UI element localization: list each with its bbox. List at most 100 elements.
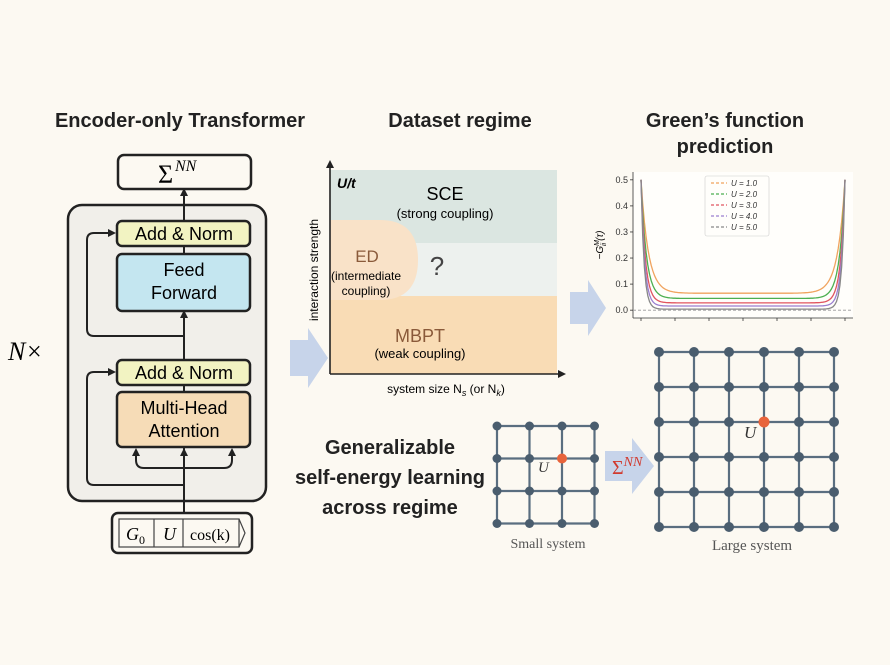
sce-label: SCE — [426, 184, 463, 204]
x-label-sub-k: k — [496, 388, 501, 398]
input-inner-box — [118, 518, 240, 548]
chart-x-ticks — [640, 318, 846, 321]
chart-series-line — [640, 179, 846, 310]
mbpt-label: MBPT — [395, 326, 445, 346]
input-g-subscript: 0 — [139, 533, 145, 547]
chart-y-tick-label: 0.1 — [615, 279, 628, 289]
legend-label: U = 3.0 — [731, 201, 758, 210]
lattice-site — [794, 382, 804, 392]
lattice-site — [724, 522, 734, 532]
lattice-site — [759, 487, 769, 497]
lattice-site — [492, 454, 502, 463]
add-norm-top-label: Add & Norm — [135, 224, 233, 244]
sigma-nn-symbol: Σ — [612, 457, 624, 479]
sigma-nn-superscript: NN — [623, 455, 643, 470]
attention-label-2: Attention — [148, 421, 219, 441]
lattice-site — [654, 522, 664, 532]
lattice-site — [689, 382, 699, 392]
chart-y-tick-label: 0.2 — [615, 253, 628, 263]
lattice-site — [759, 382, 769, 392]
chart-y-axis-label: −GMii(τ) — [594, 231, 608, 260]
impurity-site — [758, 416, 770, 428]
generalizable-line3: across regime — [322, 497, 458, 519]
feed-forward-label-2: Forward — [151, 283, 217, 303]
lattice-site — [557, 486, 567, 496]
residual-bottom — [86, 368, 184, 486]
legend-label: U = 2.0 — [731, 190, 758, 199]
lattice-site — [794, 347, 804, 357]
attention-label-1: Multi-Head — [140, 398, 227, 418]
large-system-label: Large system — [712, 538, 792, 554]
chart-y-tick-label: 0.4 — [615, 201, 628, 211]
small-lattice — [492, 421, 599, 528]
output-sigma: Σ — [158, 160, 173, 189]
chart-legend-box — [704, 175, 770, 237]
attn-branch-right — [184, 448, 236, 469]
regime-y-arrowhead — [326, 160, 334, 168]
lattice-site — [724, 417, 734, 427]
lattice-site — [724, 487, 734, 497]
output-superscript: NN — [174, 158, 198, 175]
lattice-site — [689, 347, 699, 357]
feed-forward-box — [115, 252, 252, 313]
small-system-label: Small system — [510, 537, 585, 552]
chart-y-tick-label: 0.0 — [615, 305, 628, 315]
input-chevron — [238, 518, 246, 548]
lattice-site — [724, 347, 734, 357]
regime-diagram: interaction strength U/t SCE (strong cou… — [307, 160, 566, 398]
lattice-site — [759, 347, 769, 357]
ed-sublabel-2: coupling) — [342, 284, 391, 298]
flow-arrow-1 — [290, 328, 328, 388]
ed-label: ED — [355, 247, 379, 266]
flow-arrow-2 — [570, 280, 606, 336]
lattice-site — [829, 382, 839, 392]
lattice-site — [829, 417, 839, 427]
transformer-diagram: Σ NN N× Add & Norm Feed Forward Add & No… — [7, 153, 268, 555]
lattice-site — [492, 421, 502, 431]
add-norm-top-box — [115, 219, 252, 248]
x-label-mid: (or N — [466, 382, 496, 396]
lattice-site — [654, 347, 664, 357]
lattice-site — [689, 452, 699, 462]
lattice-site — [492, 486, 502, 496]
x-label-prefix: system size N — [387, 382, 462, 396]
input-u: U — [163, 524, 177, 544]
legend-label: U = 1.0 — [731, 179, 758, 188]
lattice-site — [590, 519, 599, 528]
generalizable-title: Generalizable self-energy learning acros… — [290, 433, 490, 523]
mbpt-region — [330, 296, 557, 374]
lattice-site — [829, 522, 839, 532]
lattice-site — [525, 486, 534, 496]
dataset-title: Dataset regime — [388, 110, 532, 132]
chart-series-line — [640, 179, 846, 307]
lattice-site — [654, 417, 664, 427]
mbpt-sublabel: (weak coupling) — [374, 346, 465, 361]
large-lattice — [654, 347, 839, 532]
chart-y-tick-label: 0.5 — [615, 175, 628, 185]
chart-legend: U = 1.0U = 2.0U = 3.0U = 4.0U = 5.0 — [711, 179, 758, 232]
lattice-site — [794, 417, 804, 427]
lattice-site — [724, 382, 734, 392]
add-norm-bottom-box — [115, 358, 252, 387]
input-g0: G0 — [126, 524, 145, 547]
chart-series-line — [640, 179, 846, 304]
feed-forward-label-1: Feed — [163, 260, 204, 280]
lattice-site — [689, 417, 699, 427]
regime-y-axis-label: interaction strength — [307, 219, 321, 321]
lattice-site — [590, 421, 599, 431]
add-norm-bottom-label: Add & Norm — [135, 363, 233, 383]
x-label-suffix: ) — [501, 382, 505, 396]
chart-series-group — [633, 179, 853, 311]
lattice-site — [590, 486, 599, 496]
green-title: Green’s function prediction — [620, 108, 830, 160]
lattice-site — [654, 452, 664, 462]
lattice-site — [759, 452, 769, 462]
impurity-site — [557, 453, 567, 464]
x-label-sub-s: s — [462, 388, 467, 398]
lattice-site — [654, 487, 664, 497]
legend-label: U = 4.0 — [731, 212, 758, 221]
attn-branch-left — [132, 448, 184, 469]
encoder-frame — [66, 203, 268, 503]
lattice-site — [829, 487, 839, 497]
